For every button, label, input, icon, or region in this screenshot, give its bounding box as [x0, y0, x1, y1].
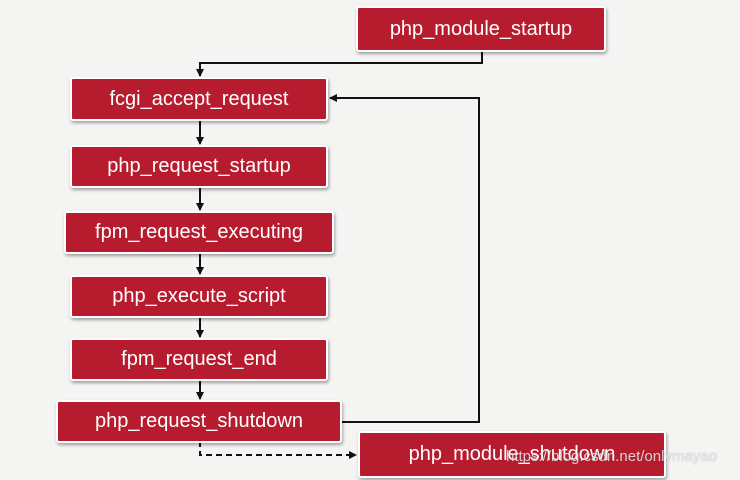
- edge-shutdown-to-module-shutdown: [199, 441, 357, 459]
- node-php-request-startup: php_request_startup: [70, 145, 328, 188]
- node-fcgi-accept-request: fcgi_accept_request: [70, 77, 328, 121]
- node-php-module-shutdown: php_module_shutdown: [358, 431, 666, 478]
- node-fpm-request-executing: fpm_request_executing: [64, 211, 334, 254]
- edge-shutdown-loop-to-accept: [329, 94, 480, 423]
- node-php-request-shutdown: php_request_shutdown: [56, 400, 342, 443]
- node-php-module-startup: php_module_startup: [356, 6, 606, 52]
- edge-module-startup-to-accept: [196, 50, 483, 77]
- node-fpm-request-end: fpm_request_end: [70, 338, 328, 381]
- node-php-execute-script: php_execute_script: [70, 275, 328, 318]
- watermark-text: https://blog.csdn.net/onlymayao: [506, 448, 717, 465]
